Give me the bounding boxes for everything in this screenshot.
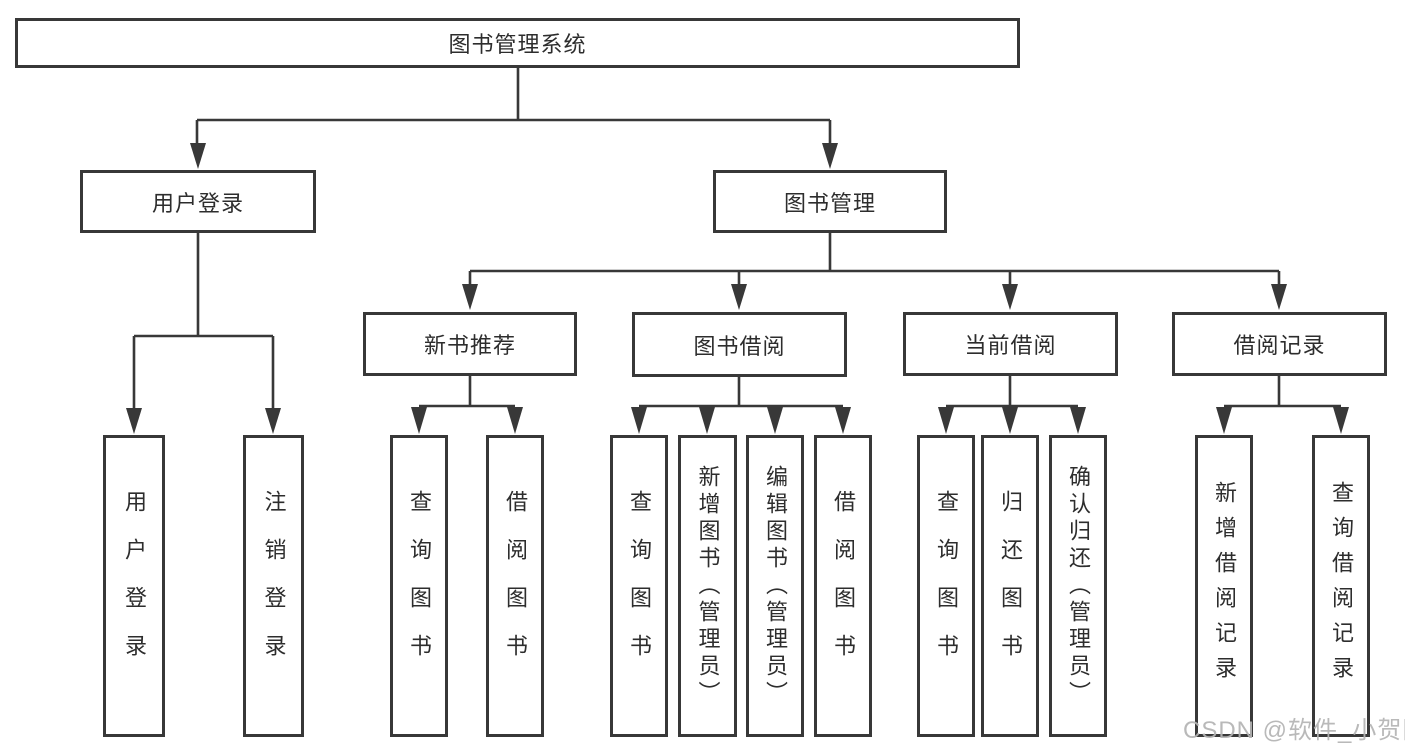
leaf-logout: 注销登录 <box>243 435 304 737</box>
leaf-label: 查询图书 <box>627 490 652 682</box>
leaf-add-borrow-record: 新增借阅记录 <box>1195 435 1253 737</box>
leaf-label: 查询图书 <box>407 490 432 682</box>
leaf-user-login: 用户登录 <box>103 435 165 737</box>
node-borrow-records: 借阅记录 <box>1172 312 1387 376</box>
leaf-confirm-return-admin: 确认归还（管理员） <box>1049 435 1107 737</box>
leaf-borrow-books: 借阅图书 <box>814 435 872 737</box>
leaf-label: 确认归还（管理员） <box>1066 464 1091 708</box>
leaf-label: 新增图书（管理员） <box>695 464 721 708</box>
leaf-edit-books-admin: 编辑图书（管理员） <box>746 435 804 737</box>
csdn-watermark: CSDN @软件_小贺同学 <box>1183 717 1405 744</box>
leaf-label: 新增借阅记录 <box>1212 481 1237 691</box>
leaf-label: 借阅图书 <box>503 490 528 682</box>
leaf-recommend-borrow-books: 借阅图书 <box>486 435 544 737</box>
leaf-add-books-admin: 新增图书（管理员） <box>678 435 737 737</box>
node-new-book-recommend: 新书推荐 <box>363 312 577 376</box>
node-book-management: 图书管理 <box>713 170 947 233</box>
leaf-label: 查询借阅记录 <box>1329 481 1354 691</box>
leaf-query-borrow-record: 查询借阅记录 <box>1312 435 1370 737</box>
leaf-return-books: 归还图书 <box>981 435 1039 737</box>
leaf-label: 注销登录 <box>261 490 287 682</box>
node-root-system: 图书管理系统 <box>15 18 1020 68</box>
leaf-label: 借阅图书 <box>831 490 856 682</box>
leaf-label: 查询图书 <box>934 490 959 682</box>
leaf-label: 归还图书 <box>998 490 1023 682</box>
node-book-borrow: 图书借阅 <box>632 312 847 377</box>
leaf-borrow-query-books: 查询图书 <box>610 435 668 737</box>
node-user-login: 用户登录 <box>80 170 316 233</box>
node-current-borrow: 当前借阅 <box>903 312 1118 376</box>
leaf-recommend-query-books: 查询图书 <box>390 435 448 737</box>
leaf-label: 用户登录 <box>122 490 147 682</box>
leaf-current-query-books: 查询图书 <box>917 435 975 737</box>
leaf-label: 编辑图书（管理员） <box>763 464 788 708</box>
